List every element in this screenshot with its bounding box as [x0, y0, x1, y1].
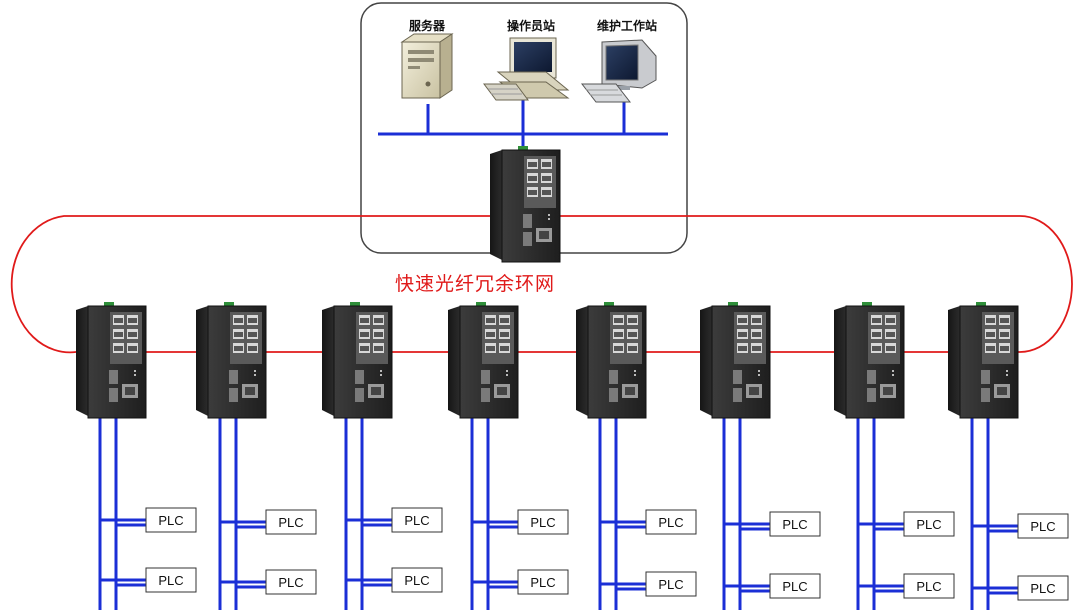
field-switch [947, 301, 1019, 419]
plc-label: PLC [782, 579, 807, 594]
plc-box [391, 567, 443, 593]
field-switch [195, 301, 267, 419]
plc-box [265, 569, 317, 595]
plc-label: PLC [278, 575, 303, 590]
plc-box [903, 573, 955, 599]
plc-box [145, 507, 197, 533]
maintenance-station-icon [580, 39, 657, 103]
plc-label: PLC [782, 517, 807, 532]
plc-label: PLC [1030, 519, 1055, 534]
ring-label: 快速光纤冗余环网 [395, 273, 555, 295]
plc-box [265, 509, 317, 535]
control-room-bus [378, 96, 668, 150]
plc-box [769, 573, 821, 599]
server-label: 服务器 [409, 18, 446, 33]
plc-box [1017, 575, 1069, 601]
field-switch-group: PLC PLC [575, 301, 697, 610]
field-switch [321, 301, 393, 419]
field-network: PLCPLCPLCPLCPLCPLCPLCPLCPLCPLCPLCPLCPLCP… [75, 301, 1069, 610]
plc-label: PLC [1030, 581, 1055, 596]
plc-box [1017, 513, 1069, 539]
field-switch-group: PLC PLC [75, 301, 197, 610]
plc-label: PLC [278, 515, 303, 530]
field-switch [447, 301, 519, 419]
plc-box [391, 507, 443, 533]
plc-label: PLC [404, 513, 429, 528]
field-switch [575, 301, 647, 419]
plc-box [645, 571, 697, 597]
plc-label: PLC [158, 573, 183, 588]
plc-label: PLC [916, 579, 941, 594]
field-switch [75, 301, 147, 419]
field-switch [833, 301, 905, 419]
plc-box [645, 509, 697, 535]
field-switch-group: PLC PLC [947, 301, 1069, 610]
server-icon [400, 33, 454, 99]
core-switch [489, 145, 561, 263]
plc-label: PLC [530, 515, 555, 530]
field-switch-group: PLC PLC [195, 301, 317, 610]
plc-label: PLC [658, 515, 683, 530]
maintenance-station-label: 维护工作站 [597, 18, 657, 33]
plc-label: PLC [658, 577, 683, 592]
plc-label: PLC [158, 513, 183, 528]
field-switch [699, 301, 771, 419]
plc-box [145, 567, 197, 593]
plc-box [903, 511, 955, 537]
plc-box [769, 511, 821, 537]
field-switch-group: PLC PLC [447, 301, 569, 610]
plc-box [517, 569, 569, 595]
operator-station-label: 操作员站 [507, 18, 555, 33]
plc-label: PLC [530, 575, 555, 590]
operator-station-icon [483, 37, 570, 101]
field-switch-group: PLC PLC [833, 301, 955, 610]
field-switch-group: PLC PLC [699, 301, 821, 610]
fiber-ring [10, 215, 1073, 354]
field-switch-group: PLC PLC [321, 301, 443, 610]
plc-label: PLC [404, 573, 429, 588]
plc-label: PLC [916, 517, 941, 532]
plc-box [517, 509, 569, 535]
